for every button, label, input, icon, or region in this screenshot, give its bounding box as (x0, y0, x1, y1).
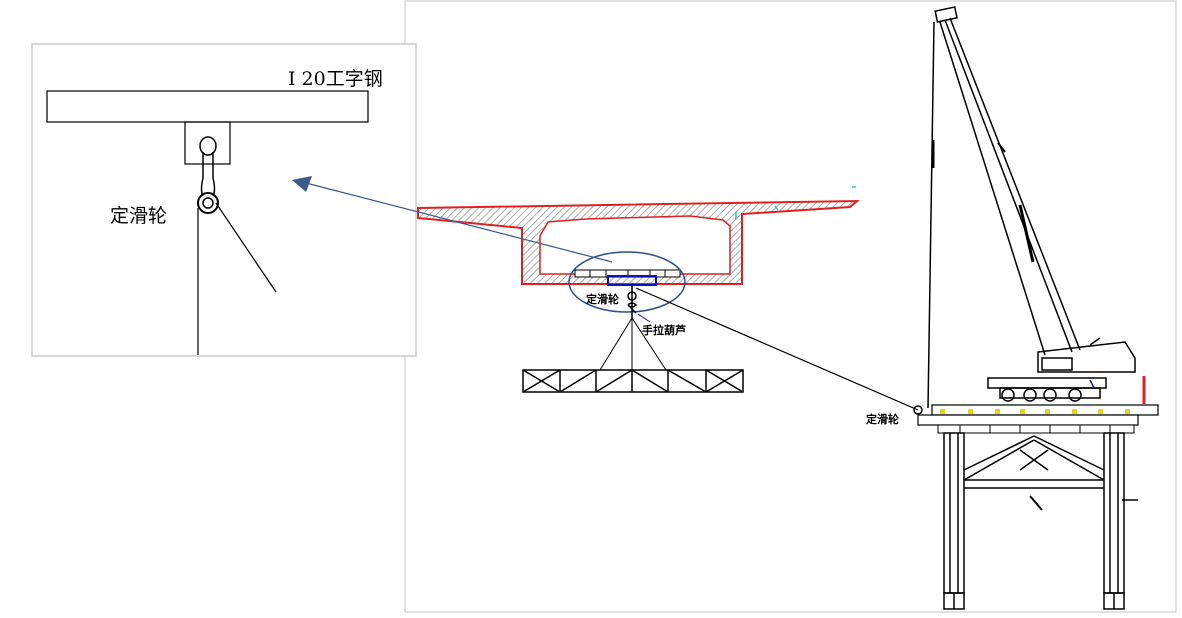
detail-inset (46, 90, 369, 355)
hanging-truss (522, 369, 744, 393)
arrow-head-icon (292, 176, 613, 263)
pulley-icon (197, 192, 219, 214)
chain-hoist-assembly (599, 285, 667, 371)
support-piers (943, 432, 1138, 610)
crane (927, 6, 1146, 409)
i-beam-label: I 20工字钢 (288, 68, 383, 90)
highlight-ellipse (568, 251, 686, 313)
chain-hoist-label: 手拉葫芦 (642, 323, 686, 337)
fixed-pulley-platform-label: 定滑轮 (866, 412, 899, 426)
fixed-pulley-detail-label: 定滑轮 (110, 205, 167, 227)
detail-inset-frame (31, 43, 417, 357)
pulley-icon (913, 405, 923, 415)
hoist-rope (635, 287, 919, 411)
main-drawing-frame (404, 0, 1177, 613)
fixed-pulley-girder-label: 定滑轮 (586, 292, 619, 306)
platform-deck (917, 404, 1159, 434)
beam-bracket (184, 121, 231, 165)
